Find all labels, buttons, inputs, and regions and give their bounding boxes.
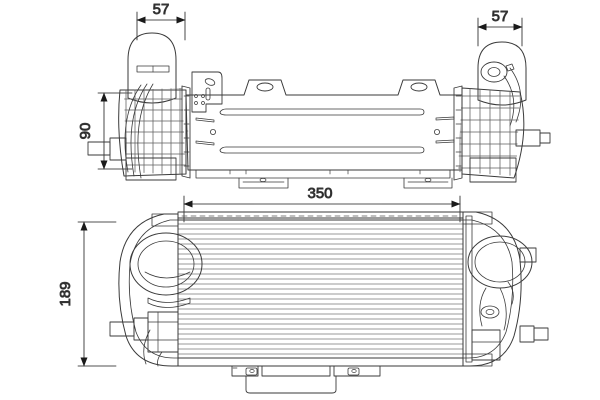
bottom-mounting-bracket (231, 365, 381, 394)
dimension-189 (77, 221, 117, 367)
top-view-group: 57 57 90 (77, 1, 551, 189)
mounting-tab-hole-right (410, 82, 428, 92)
right-tank-front-view (462, 211, 549, 367)
dimension-label-57-right: 57 (492, 8, 509, 25)
dimension-label-57-left: 57 (153, 1, 170, 18)
right-tank-top-view (453, 41, 551, 183)
dimension-label-350: 350 (307, 185, 332, 202)
dimension-label-90: 90 (77, 123, 94, 140)
left-tank-front-view (109, 213, 203, 367)
front-view-group: 350 189 (57, 185, 549, 394)
plate-rib-upper (219, 108, 425, 116)
dimension-57-left (136, 11, 186, 41)
left-tank-top-view (87, 32, 223, 181)
plate-rib-lower (219, 146, 425, 154)
cooler-core (177, 211, 464, 367)
dimension-57-right (477, 17, 523, 47)
mounting-tab-hole-left (256, 82, 274, 92)
dimension-label-189: 189 (57, 281, 74, 306)
